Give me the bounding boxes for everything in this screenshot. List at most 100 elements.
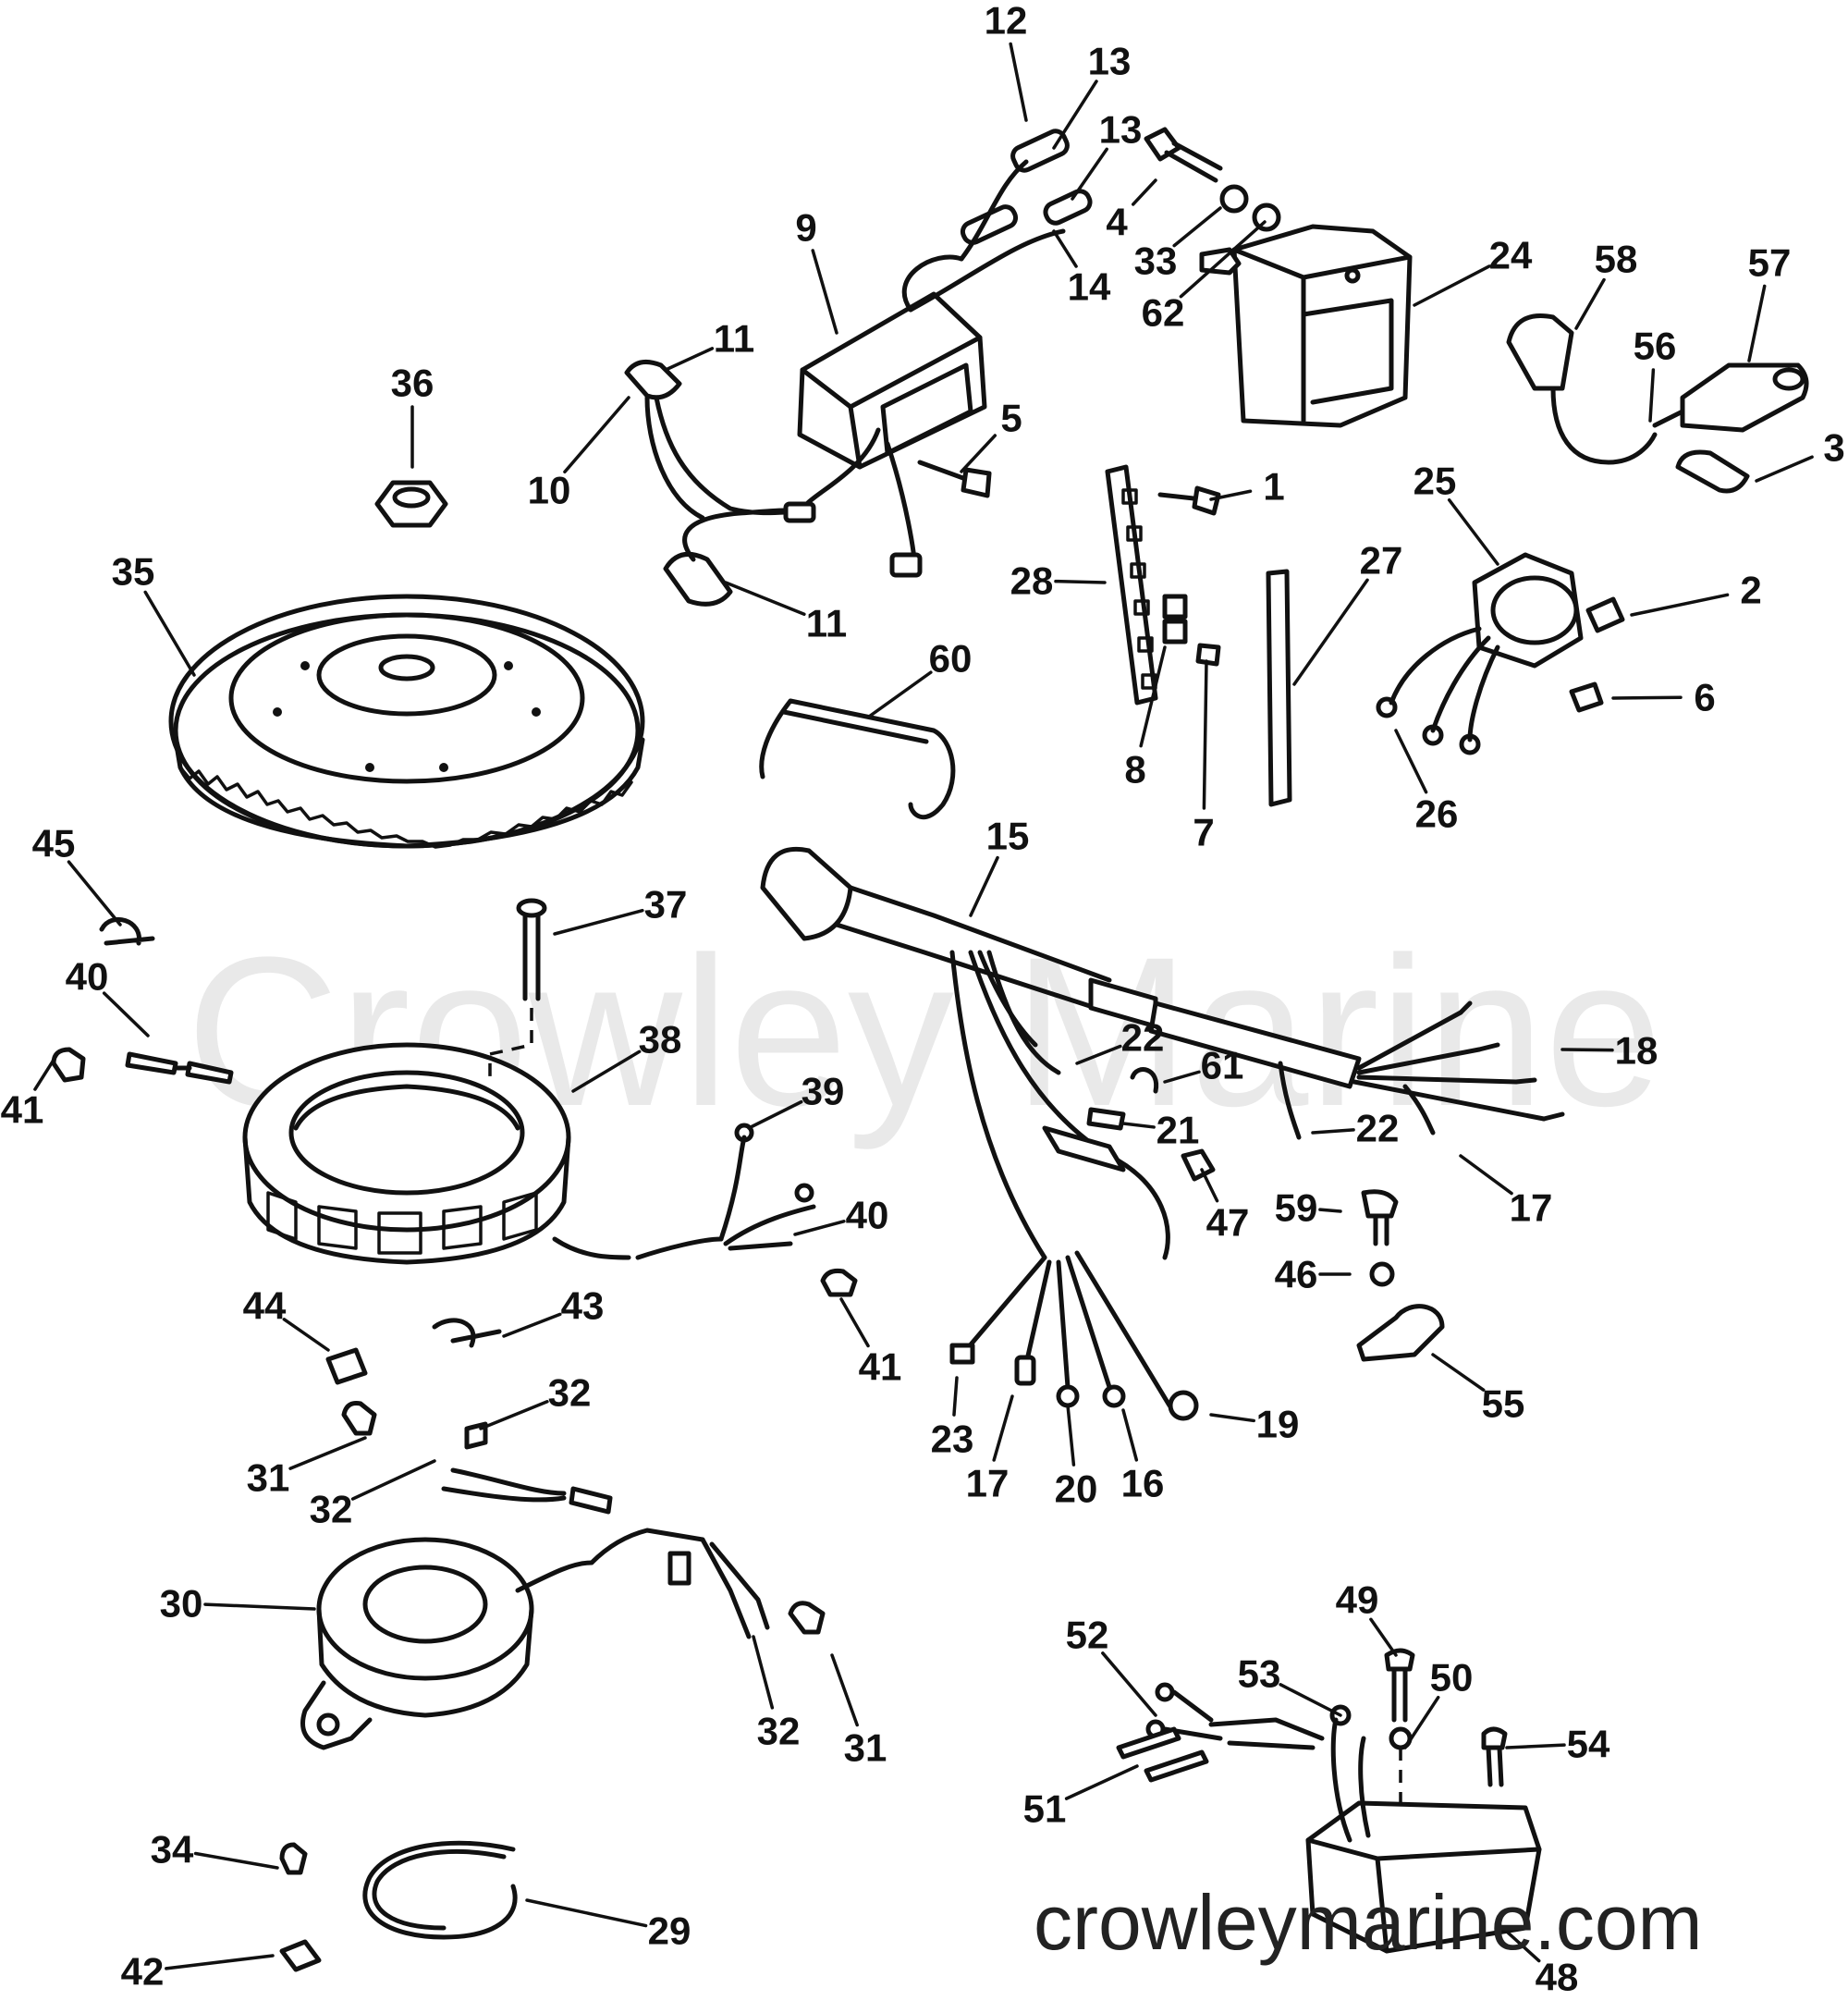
callout-label-6: 6	[1694, 676, 1715, 719]
callout-leader-20	[1066, 1404, 1076, 1467]
callout-leader-48	[1496, 1921, 1541, 1963]
callout-label-48: 48	[1536, 1956, 1579, 1999]
callout-leader-40	[793, 1220, 846, 1236]
callout-label-15: 15	[986, 815, 1030, 858]
callout-label-24: 24	[1489, 234, 1533, 277]
callout-label-46: 46	[1275, 1253, 1318, 1296]
callout-label-43: 43	[561, 1284, 605, 1328]
callout-leader-21	[1121, 1122, 1156, 1129]
callout-label-38: 38	[639, 1018, 682, 1062]
callout-leader-22	[1075, 1044, 1122, 1065]
callout-leader-53	[1279, 1683, 1342, 1717]
part-regulator	[1116, 1648, 1542, 1954]
callout-leader-23	[952, 1376, 959, 1417]
callout-label-19: 19	[1256, 1403, 1300, 1446]
callout-leader-52	[1101, 1651, 1157, 1717]
callout-label-26: 26	[1415, 792, 1459, 836]
part-terminal-block	[1105, 464, 1221, 706]
part-left-clip-leads	[51, 916, 234, 1085]
callout-leader-16	[1121, 1408, 1139, 1462]
callout-label-11: 11	[806, 602, 847, 645]
callout-leader-34	[193, 1851, 279, 1870]
callout-leader-44	[282, 1318, 330, 1352]
callout-leader-8	[1139, 645, 1167, 748]
callout-label-11: 11	[714, 317, 754, 361]
callout-label-25: 25	[1414, 460, 1457, 503]
callout-label-53: 53	[1238, 1652, 1281, 1696]
callout-leader-50	[1403, 1695, 1440, 1749]
callout-leader-40	[102, 991, 150, 1037]
callout-leader-13	[1071, 147, 1108, 201]
part-screw-37	[488, 898, 547, 1077]
callout-leader-60	[867, 670, 933, 718]
callout-label-52: 52	[1066, 1614, 1109, 1657]
part-power-pack	[797, 228, 1066, 578]
callout-leader-41	[33, 1052, 59, 1091]
callout-leader-42	[165, 1954, 275, 1970]
part-ignition-coil	[1199, 224, 1413, 428]
part-nut	[374, 480, 448, 528]
callout-leader-43	[502, 1312, 562, 1338]
callout-label-55: 55	[1482, 1382, 1525, 1426]
callout-label-17: 17	[1510, 1186, 1553, 1230]
callout-label-37: 37	[644, 883, 688, 927]
part-stator	[242, 1042, 816, 1265]
callout-label-40: 40	[846, 1194, 889, 1237]
callout-label-9: 9	[795, 206, 816, 250]
callout-label-16: 16	[1121, 1462, 1165, 1505]
callout-label-7: 7	[1193, 811, 1214, 854]
callout-leader-37	[553, 908, 644, 936]
callout-leader-12	[1009, 42, 1028, 122]
callout-leader-7	[1202, 659, 1208, 810]
callout-label-29: 29	[648, 1909, 691, 1953]
callout-label-44: 44	[243, 1284, 287, 1328]
callout-leader-41	[839, 1297, 870, 1348]
callout-leader-25	[1447, 497, 1499, 566]
part-misc-clips	[1086, 1067, 1445, 1362]
callout-leader-58	[1574, 277, 1606, 330]
callout-label-54: 54	[1567, 1723, 1610, 1766]
callout-leader-9	[811, 249, 838, 335]
callout-label-59: 59	[1275, 1186, 1318, 1230]
callout-label-5: 5	[1000, 397, 1022, 440]
callout-label-34: 34	[151, 1828, 194, 1872]
callout-label-10: 10	[528, 469, 571, 512]
callout-leader-32	[479, 1400, 549, 1430]
part-bracket	[759, 698, 956, 820]
callout-label-31: 31	[247, 1456, 290, 1500]
callout-leader-29	[525, 1898, 648, 1928]
callout-label-60: 60	[929, 637, 973, 681]
callout-label-32: 32	[548, 1371, 592, 1415]
callout-label-49: 49	[1336, 1578, 1379, 1622]
callout-label-21: 21	[1157, 1109, 1200, 1152]
callout-label-18: 18	[1615, 1029, 1658, 1073]
callout-label-20: 20	[1055, 1467, 1098, 1511]
callout-leader-18	[1560, 1048, 1614, 1052]
callout-label-39: 39	[802, 1070, 845, 1113]
callout-leader-13	[1052, 80, 1098, 150]
callout-label-8: 8	[1124, 748, 1145, 792]
callout-label-27: 27	[1360, 539, 1403, 583]
callout-leader-62	[1179, 220, 1267, 299]
callout-leader-26	[1394, 729, 1428, 794]
callout-leader-1	[1209, 489, 1253, 501]
part-screw-5	[917, 460, 992, 498]
callout-leader-47	[1200, 1168, 1219, 1203]
callout-leader-14	[1052, 229, 1078, 268]
callout-leader-49	[1369, 1617, 1398, 1657]
callout-label-57: 57	[1748, 241, 1792, 285]
callout-label-22: 22	[1121, 1016, 1165, 1060]
callout-leader-4	[1131, 178, 1157, 206]
part-trigger-coil	[300, 1537, 594, 1750]
callout-label-23: 23	[931, 1418, 974, 1461]
callout-leader-51	[1064, 1764, 1139, 1800]
callout-leader-39	[747, 1099, 803, 1130]
callout-leader-3	[1755, 455, 1814, 483]
callout-label-2: 2	[1740, 569, 1761, 612]
part-solenoid	[1376, 552, 1625, 755]
callout-label-13: 13	[1099, 108, 1143, 152]
part-retaining-ring	[279, 1840, 518, 1972]
callout-leader-56	[1648, 368, 1656, 423]
